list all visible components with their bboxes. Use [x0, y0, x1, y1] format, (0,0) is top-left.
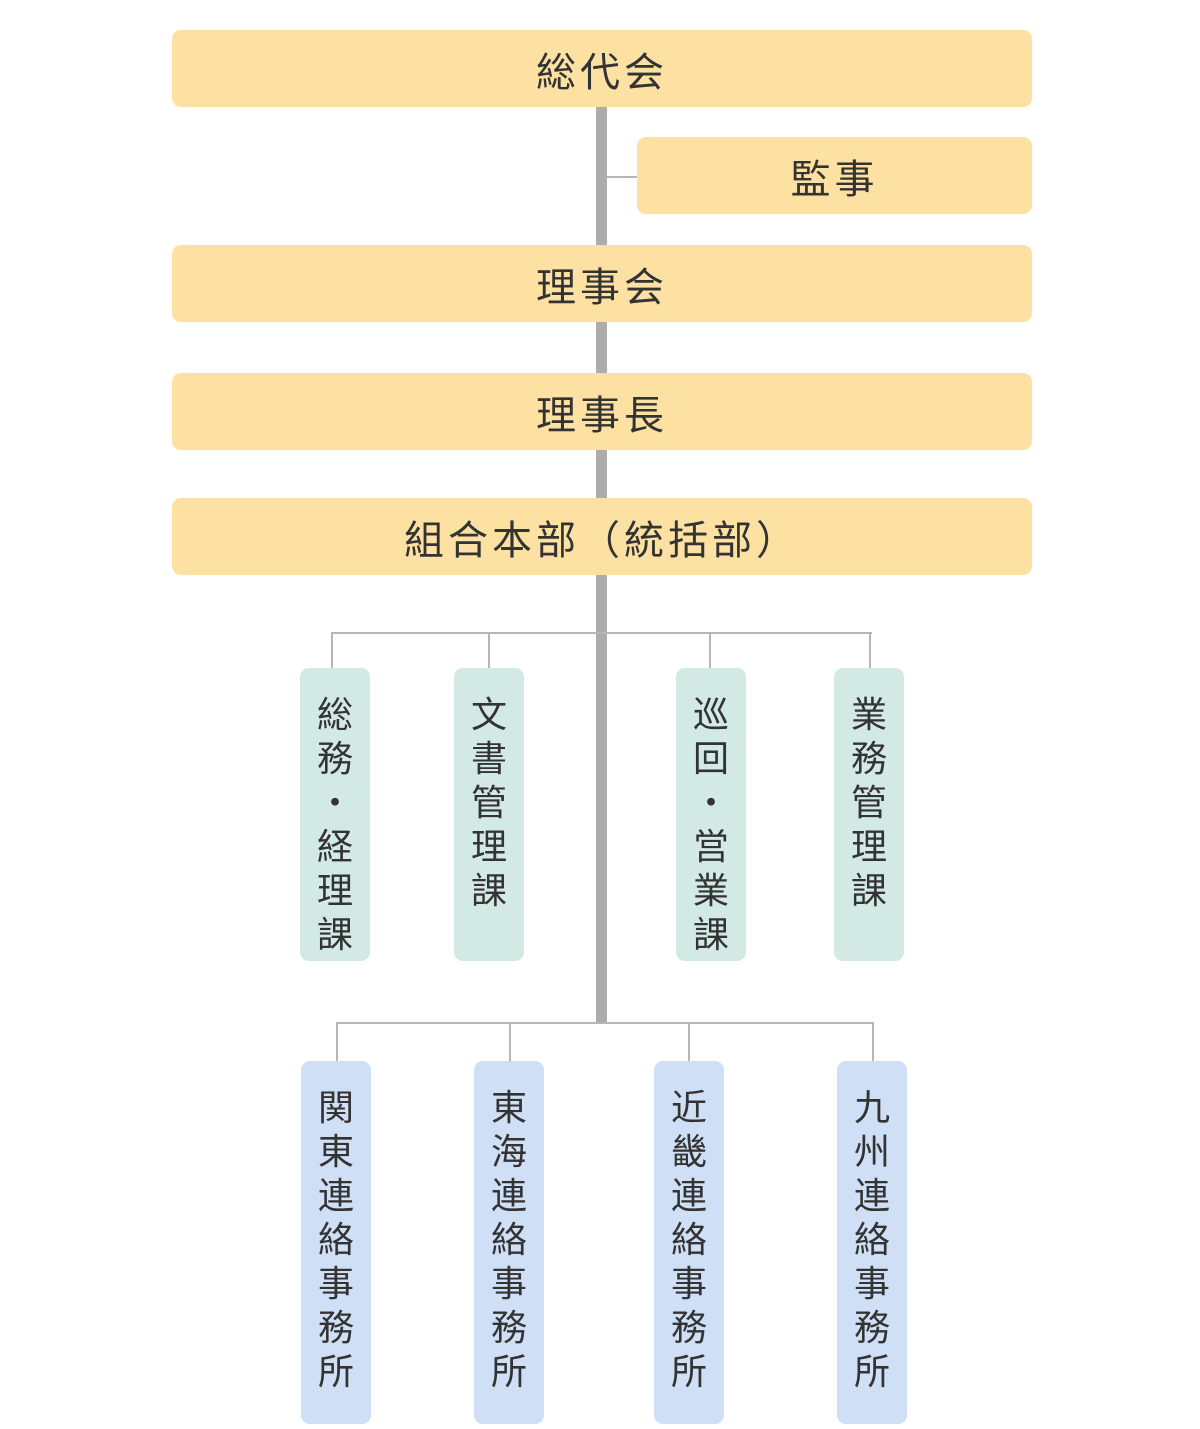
- label-glyph: 東: [317, 1132, 354, 1173]
- label-glyph: 業: [850, 695, 887, 736]
- label-glyph: 務: [670, 1308, 707, 1349]
- label-glyph: 東: [490, 1088, 527, 1129]
- office-box: 九州連絡事務所: [837, 1061, 907, 1424]
- section-label: 巡回・営業課: [693, 694, 729, 958]
- label-glyph: ・: [692, 783, 729, 824]
- label-glyph: 所: [490, 1352, 527, 1393]
- section-drop-2: [488, 632, 490, 668]
- label-glyph: 総: [316, 695, 353, 736]
- label-glyph: 関: [317, 1088, 354, 1129]
- office-box: 関東連絡事務所: [301, 1061, 371, 1424]
- office-label: 近畿連絡事務所: [671, 1087, 707, 1395]
- auditor-box: 監事: [637, 137, 1032, 214]
- label-glyph: 課: [850, 871, 887, 912]
- label-glyph: 絡: [490, 1220, 527, 1261]
- auditor-label: 監事: [790, 156, 879, 203]
- office-box: 東海連絡事務所: [474, 1061, 544, 1424]
- label-glyph: 課: [316, 915, 353, 956]
- label-glyph: 近: [670, 1088, 707, 1129]
- label-glyph: 理: [850, 827, 887, 868]
- label-glyph: 務: [316, 739, 353, 780]
- label-glyph: 理: [470, 827, 507, 868]
- headquarters-box: 組合本部（統括部）: [172, 498, 1032, 575]
- office-label: 九州連絡事務所: [854, 1087, 890, 1395]
- office-drop-1: [336, 1022, 338, 1062]
- section-bus-line: [331, 632, 872, 634]
- section-box: 文書管理課: [454, 668, 524, 961]
- section-drop-3: [709, 632, 711, 668]
- label-glyph: 経: [316, 827, 353, 868]
- label-glyph: 務: [490, 1308, 527, 1349]
- label-glyph: 書: [470, 739, 507, 780]
- label-glyph: 事: [317, 1264, 354, 1305]
- label-glyph: 務: [317, 1308, 354, 1349]
- label-glyph: 務: [850, 739, 887, 780]
- label-glyph: 務: [853, 1308, 890, 1349]
- office-label: 関東連絡事務所: [318, 1087, 354, 1395]
- office-drop-4: [872, 1022, 874, 1062]
- label-glyph: 業: [692, 871, 729, 912]
- section-box: 総務・経理課: [300, 668, 370, 961]
- label-glyph: 管: [470, 783, 507, 824]
- label-glyph: 事: [490, 1264, 527, 1305]
- label-glyph: 海: [490, 1132, 527, 1173]
- label-glyph: 課: [692, 915, 729, 956]
- section-label: 業務管理課: [851, 694, 887, 914]
- label-glyph: 連: [853, 1176, 890, 1217]
- label-glyph: 事: [670, 1264, 707, 1305]
- office-bus-line: [336, 1022, 874, 1024]
- label-glyph: 連: [490, 1176, 527, 1217]
- board-box: 理事会: [172, 245, 1032, 322]
- label-glyph: 連: [317, 1176, 354, 1217]
- section-drop-1: [331, 632, 333, 668]
- section-drop-4: [869, 632, 871, 668]
- auditor-connector: [607, 176, 638, 178]
- label-glyph: 絡: [317, 1220, 354, 1261]
- chairman-label: 理事長: [536, 392, 668, 439]
- general-assembly-box: 総代会: [172, 30, 1032, 107]
- office-drop-3: [688, 1022, 690, 1062]
- office-box: 近畿連絡事務所: [654, 1061, 724, 1424]
- label-glyph: 連: [670, 1176, 707, 1217]
- headquarters-label: 組合本部（統括部）: [404, 517, 800, 564]
- label-glyph: 絡: [670, 1220, 707, 1261]
- section-label: 総務・経理課: [317, 694, 353, 958]
- label-glyph: 回: [692, 739, 729, 780]
- label-glyph: 文: [470, 695, 507, 736]
- label-glyph: 九: [853, 1088, 890, 1129]
- label-glyph: 課: [470, 871, 507, 912]
- label-glyph: 事: [853, 1264, 890, 1305]
- label-glyph: 所: [853, 1352, 890, 1393]
- board-label: 理事会: [536, 264, 668, 311]
- label-glyph: 所: [670, 1352, 707, 1393]
- chairman-box: 理事長: [172, 373, 1032, 450]
- label-glyph: 畿: [670, 1132, 707, 1173]
- section-box: 業務管理課: [834, 668, 904, 961]
- label-glyph: 管: [850, 783, 887, 824]
- general-assembly-label: 総代会: [536, 49, 668, 96]
- label-glyph: 所: [317, 1352, 354, 1393]
- section-box: 巡回・営業課: [676, 668, 746, 961]
- label-glyph: 巡: [692, 695, 729, 736]
- office-drop-2: [509, 1022, 511, 1062]
- label-glyph: 営: [692, 827, 729, 868]
- label-glyph: 州: [853, 1132, 890, 1173]
- office-label: 東海連絡事務所: [491, 1087, 527, 1395]
- label-glyph: ・: [316, 783, 353, 824]
- section-label: 文書管理課: [471, 694, 507, 914]
- label-glyph: 絡: [853, 1220, 890, 1261]
- label-glyph: 理: [316, 871, 353, 912]
